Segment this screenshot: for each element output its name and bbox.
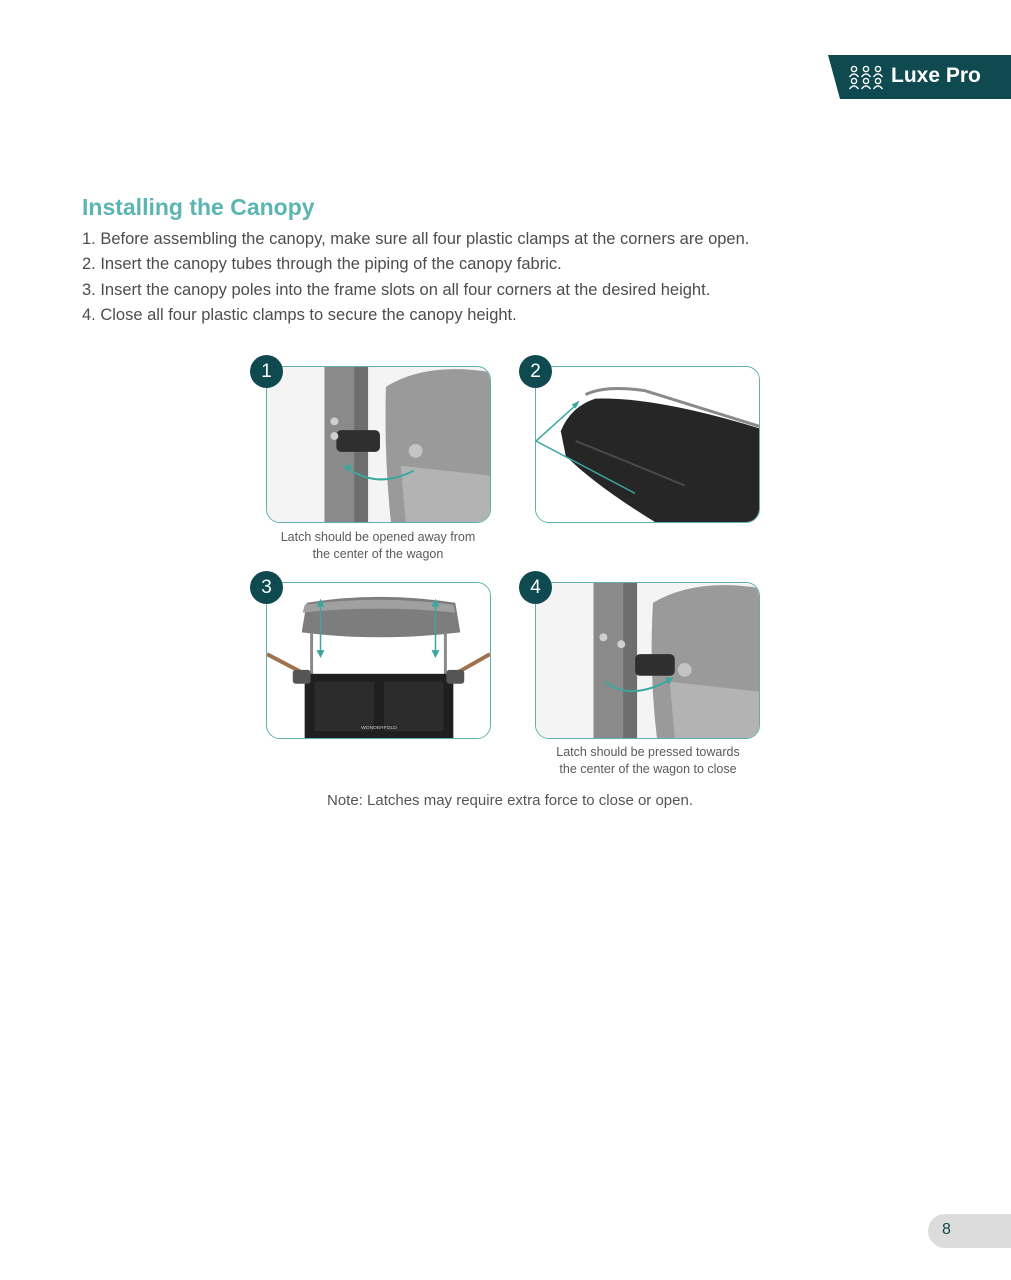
brand-name: Luxe Pro: [891, 64, 981, 87]
page-number-tab: 8: [928, 1214, 1011, 1248]
instruction-list: 1. Before assembling the canopy, make su…: [82, 227, 749, 328]
note-text: Note: Latches may require extra force to…: [326, 792, 694, 809]
figure-3-badge: 3: [250, 571, 283, 604]
latch-open-illustration: [267, 367, 490, 522]
wagon-brand-label: WONDERFOLD: [361, 725, 397, 731]
instruction-step: 4. Close all four plastic clamps to secu…: [82, 305, 517, 324]
section-title: Installing the Canopy: [82, 194, 315, 220]
caption-line: the center of the wagon: [312, 546, 444, 561]
canopy-height-illustration: WONDERFOLD: [267, 583, 490, 738]
figure-1-badge: 1: [250, 355, 283, 388]
canopy-tube-illustration: [536, 367, 759, 522]
caption-line: the center of the wagon to close: [559, 761, 737, 776]
brand-tab: Luxe Pro: [828, 55, 1011, 99]
figure-4-caption: Latch should be pressed towards the cent…: [528, 744, 768, 777]
instruction-step: 3. Insert the canopy poles into the fram…: [82, 280, 711, 299]
figure-2-badge: 2: [519, 355, 552, 388]
figure-4-image: [535, 582, 760, 739]
caption-line: Latch should be opened away from: [280, 530, 476, 544]
figure-3-image: WONDERFOLD: [266, 582, 491, 739]
page-number: 8: [942, 1221, 951, 1238]
caption-line: Latch should be pressed towards: [556, 745, 740, 759]
people-group-icon: [848, 65, 884, 90]
instruction-step: 2. Insert the canopy tubes through the p…: [82, 255, 562, 274]
figure-1-image: [266, 366, 491, 523]
instruction-step: 1. Before assembling the canopy, make su…: [82, 230, 750, 248]
figure-2-image: [535, 366, 760, 523]
figure-4-badge: 4: [519, 571, 552, 604]
latch-close-illustration: [536, 583, 759, 738]
figure-1-caption: Latch should be opened away from the cen…: [258, 529, 498, 562]
